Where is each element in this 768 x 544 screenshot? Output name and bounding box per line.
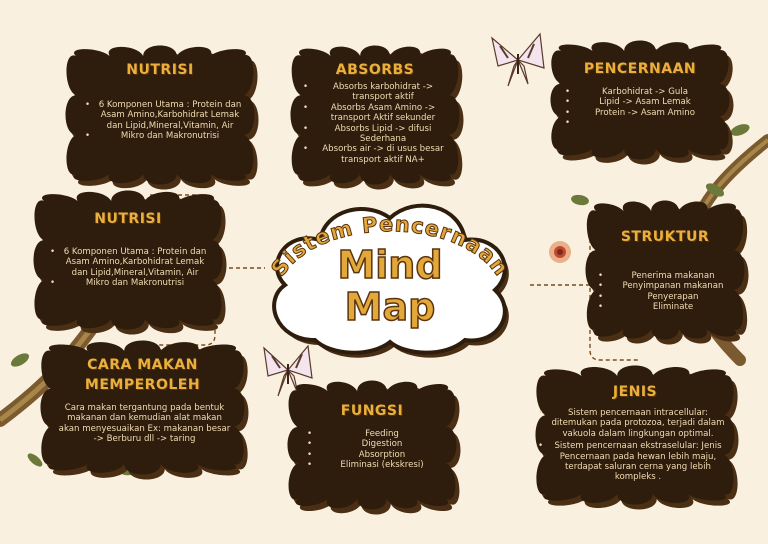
list-item: Absorbs Asam Amino -> transport Aktif se… (303, 103, 453, 124)
node-list: Penerima makanan Penyimpanan makanan Pen… (598, 271, 738, 313)
list-item: Digestion (307, 439, 447, 450)
node-list: 6 Komponen Utama : Protein dan Asam Amin… (50, 247, 210, 289)
node-title: JENIS (612, 384, 658, 400)
center-title-line1: Mind (337, 243, 444, 287)
list-item: Eliminate (598, 302, 738, 313)
node-list: Feeding Digestion Absorption Eliminasi (… (307, 429, 447, 471)
center-node: Sistem Pencernaan Mind Map (255, 190, 525, 360)
list-item: Penyimpanan makanan (598, 281, 738, 292)
list-item: Absorbs Lipid -> difusi Sederhana (303, 124, 453, 145)
node-cara-makan: CARA MAKAN MEMPEROLEH Cara makan tergant… (35, 335, 250, 480)
node-title: FUNGSI (340, 403, 404, 419)
butterfly-icon (491, 32, 545, 87)
node-title: NUTRISI (94, 211, 162, 227)
leaf-icon (10, 353, 30, 367)
center-cloud-shape: Sistem Pencernaan (266, 203, 513, 358)
list-item: Mikro dan Makronutrisi (50, 278, 210, 289)
node-nutrisi-left: NUTRISI 6 Komponen Utama : Protein dan A… (28, 185, 228, 335)
node-title: PENCERNAAN (583, 61, 697, 77)
list-item: Sistem pencernaan intracellular: ditemuk… (538, 408, 728, 439)
node-list: Karbohidrat -> Gula Lipid -> Asam Lemak … (565, 87, 715, 129)
list-item: Protein -> Asam Amino (565, 108, 715, 119)
list-item: 6 Komponen Utama : Protein dan Asam Amin… (50, 247, 210, 278)
node-title-line2: MEMPEROLEH (84, 377, 201, 393)
node-pencernaan: PENCERNAAN Karbohidrat -> Gula Lipid -> … (545, 35, 735, 165)
node-title: NUTRISI (126, 62, 194, 78)
cloud-shape (40, 340, 245, 475)
node-list: Sistem pencernaan intracellular: ditemuk… (538, 408, 728, 483)
node-body-text: Cara makan tergantung pada bentuk makana… (58, 403, 231, 445)
leaf-icon (705, 183, 725, 197)
leaf-icon (571, 194, 589, 206)
node-title-line1: CARA MAKAN (87, 357, 198, 373)
list-item: 6 Komponen Utama : Protein dan Asam Amin… (85, 100, 245, 131)
list-item: Penerima makanan (598, 271, 738, 282)
list-item: Sistem pencernaan ekstraselular: Jenis P… (538, 441, 728, 483)
node-fungsi: FUNGSI Feeding Digestion Absorption Elim… (282, 375, 462, 515)
leaf-icon (730, 124, 750, 136)
list-item: Mikro dan Makronutrisi (85, 131, 245, 142)
leaf-icon (27, 453, 43, 467)
node-list: Absorbs karbohidrat -> transport aktif A… (303, 82, 453, 165)
node-title: STRUKTUR (620, 229, 710, 245)
flower-icon (549, 241, 571, 263)
node-struktur: STRUKTUR Penerima makanan Penyimpanan ma… (580, 195, 750, 345)
node-title: ABSORBS (335, 62, 415, 78)
list-item: Absorbs karbohidrat -> transport aktif (303, 82, 453, 103)
node-nutrisi-top: NUTRISI 6 Komponen Utama : Protein dan A… (60, 40, 260, 190)
node-list: 6 Komponen Utama : Protein dan Asam Amin… (85, 100, 245, 142)
list-item: Lipid -> Asam Lemak (565, 97, 715, 108)
list-item: Absorption (307, 450, 447, 461)
list-item: Absorbs air -> di usus besar transport a… (303, 144, 453, 165)
butterfly-icon (263, 344, 313, 397)
list-item: Eliminasi (ekskresi) (307, 460, 447, 471)
list-item: Penyerapan (598, 292, 738, 303)
node-jenis: JENIS Sistem pencernaan intracellular: d… (530, 360, 740, 510)
list-item: Karbohidrat -> Gula (565, 87, 715, 98)
list-item: Feeding (307, 429, 447, 440)
node-absorbs: ABSORBS Absorbs karbohidrat -> transport… (285, 40, 465, 190)
center-title-line2: Map (344, 285, 436, 329)
